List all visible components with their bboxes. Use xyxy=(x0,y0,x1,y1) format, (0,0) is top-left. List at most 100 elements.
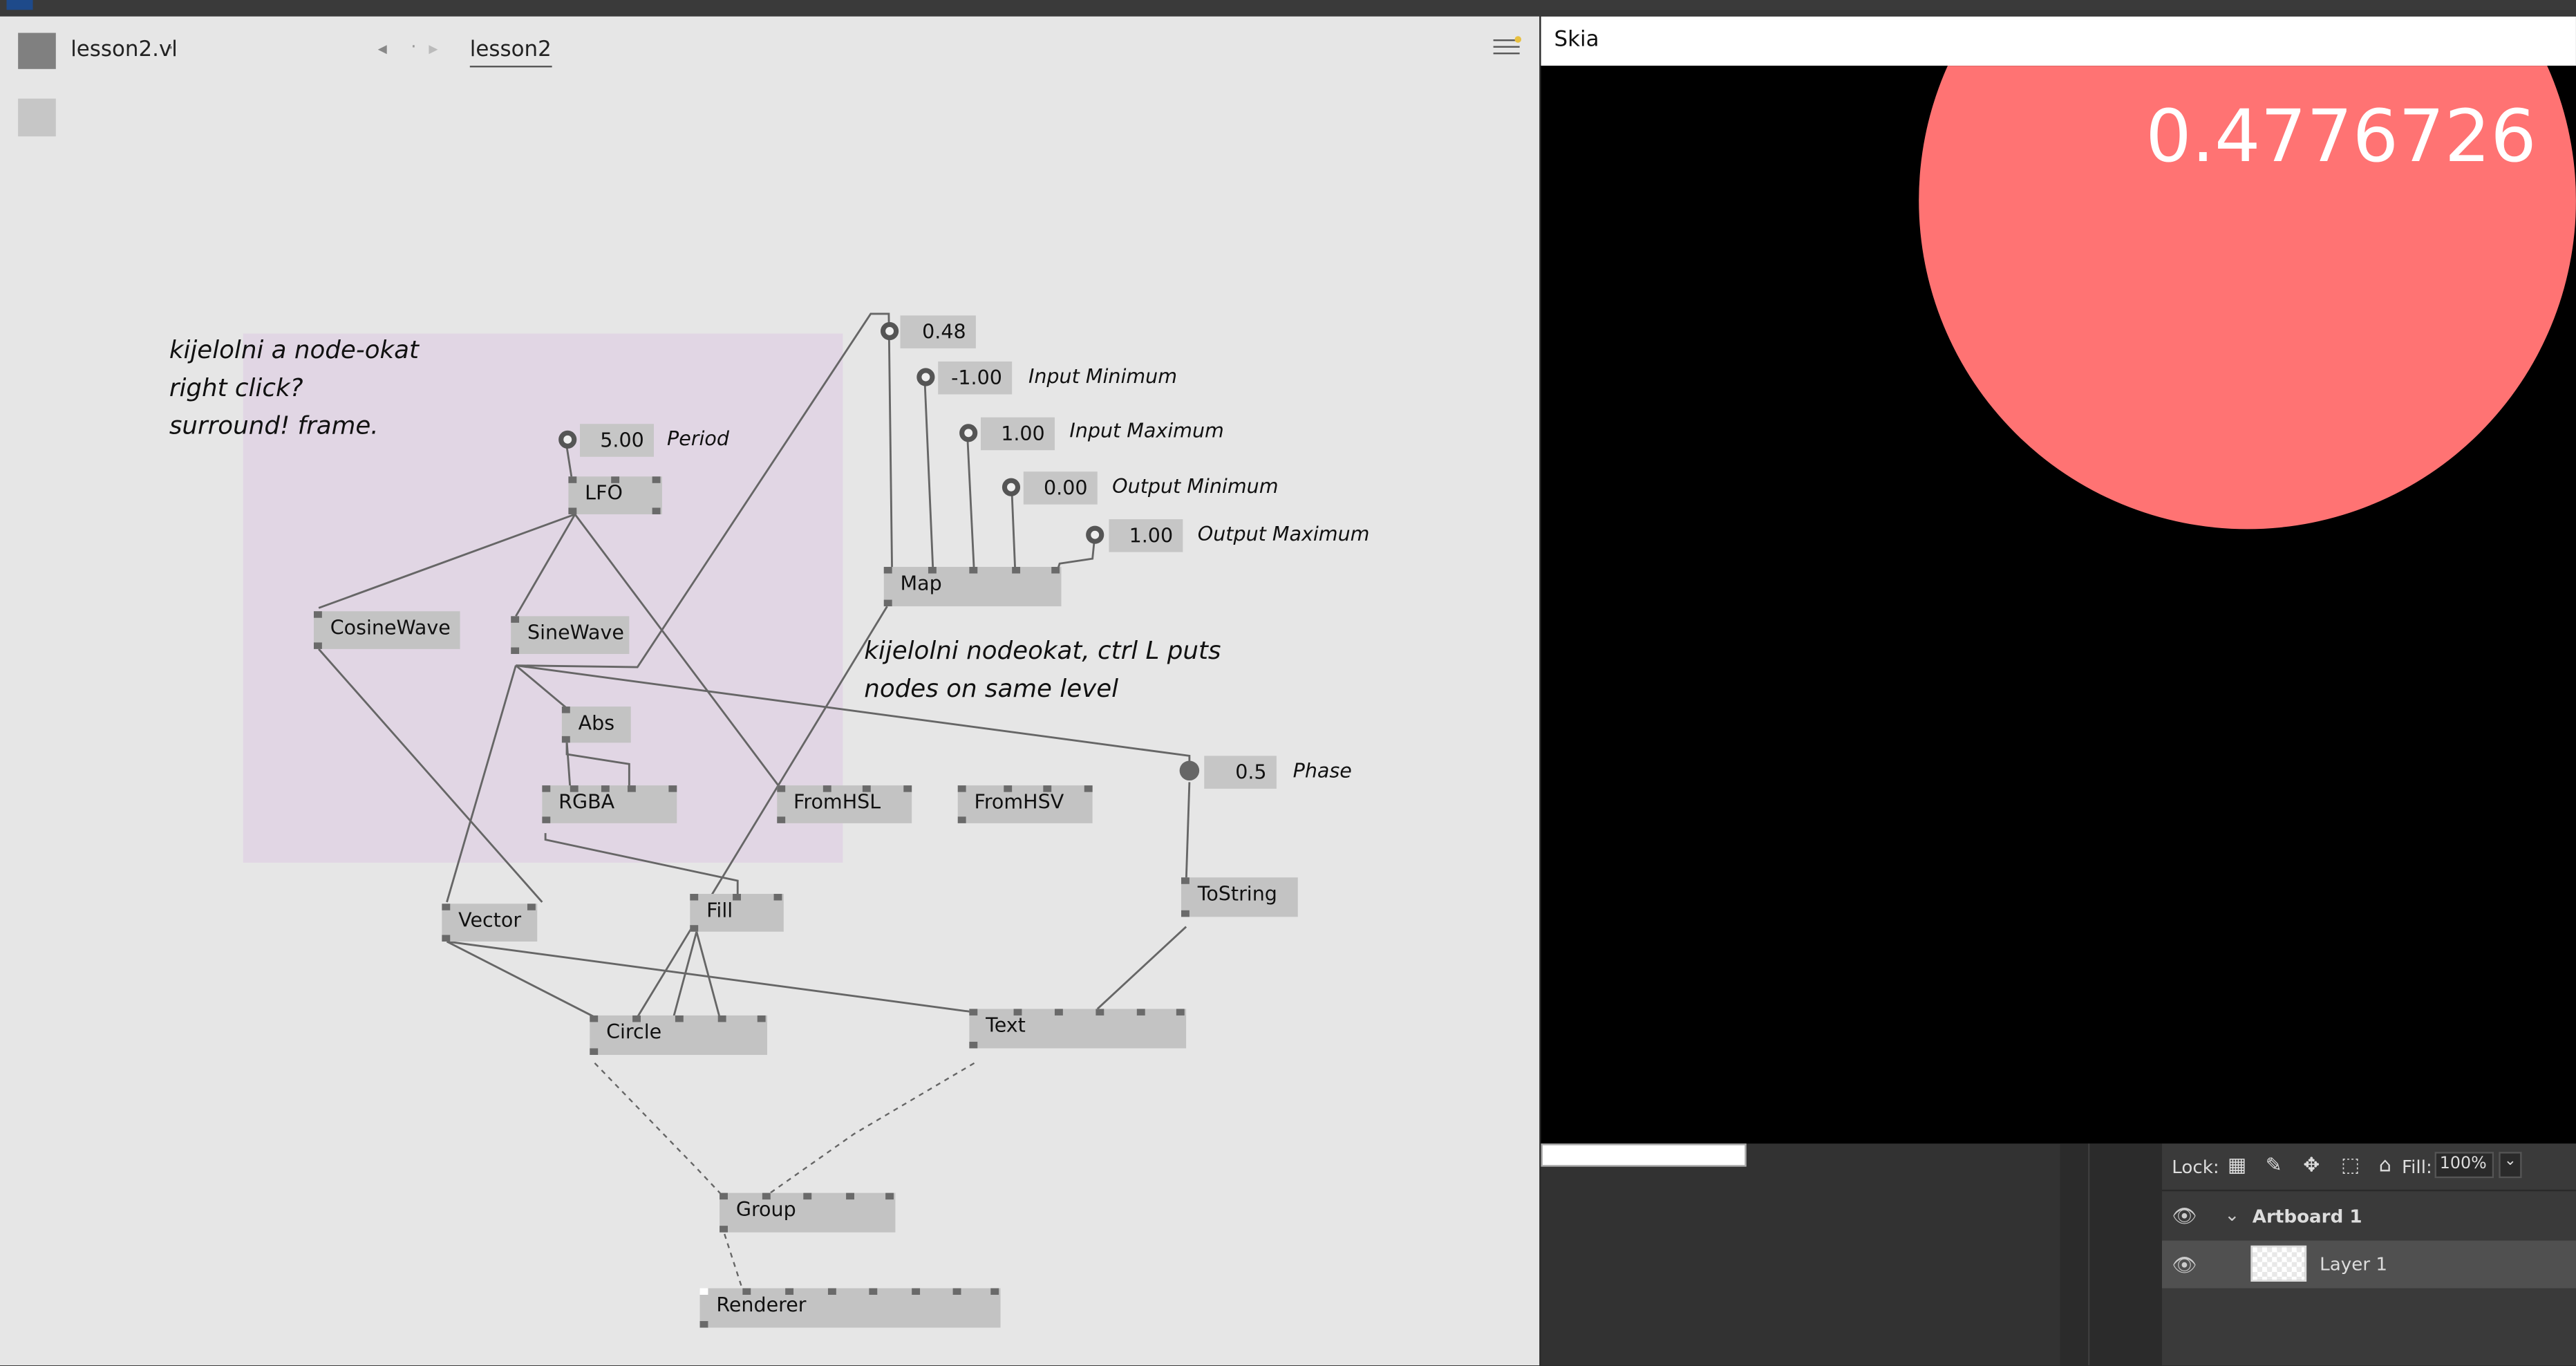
wire-phase-tostring xyxy=(1185,782,1191,883)
node-fromhsv[interactable]: FromHSV xyxy=(957,785,1093,823)
label-phase: Phase xyxy=(1292,759,1352,783)
comment-frame-note[interactable]: kijelolni a node-okat right click? surro… xyxy=(169,335,419,441)
iobox-phase[interactable]: 0.5 xyxy=(1204,756,1277,789)
wire-outmin-map xyxy=(1010,494,1017,574)
pin-knob-map-input[interactable] xyxy=(881,321,899,341)
node-sinewave[interactable]: SineWave xyxy=(511,616,630,655)
background-app-panel: Lock: ▦ ✎ ✥ ⬚ ⌂ Fill: 100% ⌄ 👁 ⌄ Artboar… xyxy=(1541,1143,2576,1366)
pin-knob-input-max[interactable] xyxy=(959,424,978,442)
wire-inmax-map xyxy=(966,440,975,574)
pin-knob-output-min[interactable] xyxy=(1002,478,1021,496)
comment-level-note[interactable]: kijelolni nodeokat, ctrl L puts nodes on… xyxy=(864,635,1221,704)
node-vector[interactable]: Vector xyxy=(442,904,538,942)
wire-outmax-map xyxy=(1055,542,1096,574)
node-rgba[interactable]: RGBA xyxy=(542,785,677,823)
lock-all-icon[interactable]: ⌂ xyxy=(2378,1153,2391,1177)
skia-window-title: Skia xyxy=(1554,28,1599,53)
node-abs-label: Abs xyxy=(578,711,615,735)
node-fromhsl[interactable]: FromHSL xyxy=(777,785,912,823)
pin-knob-output-max[interactable] xyxy=(1086,525,1104,544)
artboard-name[interactable]: Artboard 1 xyxy=(2252,1206,2362,1228)
node-abs[interactable]: Abs xyxy=(561,707,631,743)
pin-knob-period[interactable] xyxy=(558,430,577,449)
pin-knob-input-min[interactable] xyxy=(916,368,935,386)
wire-text-group xyxy=(764,1062,975,1197)
wire-sine-map xyxy=(516,312,894,668)
wire-vector-circle xyxy=(446,940,596,1018)
node-fromhsv-label: FromHSV xyxy=(974,790,1064,814)
node-text[interactable]: Text xyxy=(969,1009,1187,1049)
wire-sine-abs xyxy=(515,664,567,709)
wire-circle-group xyxy=(594,1063,726,1199)
skia-renderer-window[interactable]: Skia 0.4776726 xyxy=(1541,16,2576,1144)
label-output-max: Output Maximum xyxy=(1197,522,1370,546)
menu-icon[interactable] xyxy=(1493,39,1520,59)
nav-back-icon[interactable]: ◂ xyxy=(377,37,387,59)
wire-cosine-vector xyxy=(318,648,543,903)
layer-row-layer1[interactable]: 👁 Layer 1 xyxy=(2162,1240,2576,1289)
vl-patch-editor[interactable]: lesson2.vl · ◂ · ▸ lesson2 xyxy=(0,16,1540,1366)
document-title[interactable]: lesson2.vl xyxy=(70,37,178,63)
patch-explorer-toggle[interactable] xyxy=(18,98,56,137)
node-map-label: Map xyxy=(900,572,942,595)
iobox-output-max[interactable]: 1.00 xyxy=(1109,519,1183,552)
lock-image-pixels-icon[interactable]: ✎ xyxy=(2265,1153,2282,1177)
node-cosinewave[interactable]: CosineWave xyxy=(313,611,460,649)
node-fill[interactable]: Fill xyxy=(690,894,784,932)
panel-column xyxy=(2060,1143,2163,1366)
node-circle-label: Circle xyxy=(606,1020,662,1044)
iobox-output-min[interactable]: 0.00 xyxy=(1023,471,1098,505)
taskbar-app-icon xyxy=(6,0,33,10)
layer-name[interactable]: Layer 1 xyxy=(2320,1253,2388,1275)
iobox-period[interactable]: 5.00 xyxy=(580,424,655,457)
editor-header: lesson2.vl · ◂ · ▸ lesson2 xyxy=(0,17,1539,82)
rendered-value-text: 0.4776726 xyxy=(2145,95,2537,180)
wire-lfo-fromhsl xyxy=(574,514,783,792)
node-tostring[interactable]: ToString xyxy=(1181,877,1298,917)
iobox-input-max[interactable]: 1.00 xyxy=(981,417,1055,451)
tab-lesson2[interactable]: lesson2 xyxy=(469,38,552,68)
node-renderer[interactable]: Renderer xyxy=(699,1288,1001,1328)
layer-row-artboard[interactable]: 👁 ⌄ Artboard 1 xyxy=(2162,1193,2576,1239)
node-lfo[interactable]: LFO xyxy=(568,476,662,514)
iobox-map-input[interactable]: 0.48 xyxy=(900,315,976,348)
pin-knob-phase[interactable] xyxy=(1179,760,1200,781)
fill-input[interactable]: 100% xyxy=(2434,1152,2494,1179)
node-map[interactable]: Map xyxy=(883,567,1062,607)
layers-panel: Lock: ▦ ✎ ✥ ⬚ ⌂ Fill: 100% ⌄ 👁 ⌄ Artboar… xyxy=(2162,1143,2576,1366)
node-group-label: Group xyxy=(735,1197,796,1222)
wire-tostring-text xyxy=(1096,926,1187,1010)
node-tostring-label: ToString xyxy=(1197,882,1277,906)
document-dirty-marker: · xyxy=(167,36,174,59)
node-vector-label: Vector xyxy=(458,908,522,932)
nav-separator: · xyxy=(411,36,417,58)
nav-forward-icon[interactable]: ▸ xyxy=(429,37,438,59)
document-icon[interactable] xyxy=(18,32,56,69)
lock-row: Lock: ▦ ✎ ✥ ⬚ ⌂ Fill: 100% ⌄ xyxy=(2162,1143,2576,1192)
wire-rgba-fill xyxy=(544,833,739,896)
wire-group-renderer xyxy=(724,1233,745,1295)
node-lfo-label: LFO xyxy=(585,481,623,505)
fill-dropdown-icon[interactable]: ⌄ xyxy=(2499,1152,2522,1179)
visibility-eye-icon[interactable]: 👁 xyxy=(2172,1204,2197,1228)
node-group[interactable]: Group xyxy=(720,1192,896,1233)
skia-titlebar[interactable]: Skia xyxy=(1541,16,2576,66)
node-circle[interactable]: Circle xyxy=(590,1015,768,1055)
node-sinewave-label: SineWave xyxy=(527,621,624,644)
panel-divider xyxy=(2088,1143,2090,1366)
lock-artboard-icon[interactable]: ⬚ xyxy=(2341,1153,2360,1177)
skia-canvas[interactable]: 0.4776726 xyxy=(1541,66,2576,1144)
wire-vector-text xyxy=(446,940,975,1013)
wire-fill-circle2 xyxy=(695,931,721,1018)
lock-transparent-pixels-icon[interactable]: ▦ xyxy=(2228,1153,2247,1177)
node-rgba-label: RGBA xyxy=(558,790,615,814)
wire-abs-rgba2 xyxy=(565,740,572,787)
wire-lfo-sine xyxy=(515,514,576,617)
lock-position-icon[interactable]: ✥ xyxy=(2303,1153,2320,1177)
visibility-eye-icon[interactable]: 👁 xyxy=(2172,1253,2197,1277)
node-fill-label: Fill xyxy=(706,899,733,922)
iobox-input-min[interactable]: -1.00 xyxy=(938,361,1013,395)
expand-chevron-icon[interactable]: ⌄ xyxy=(2224,1204,2240,1226)
lock-label: Lock: xyxy=(2172,1157,2219,1179)
